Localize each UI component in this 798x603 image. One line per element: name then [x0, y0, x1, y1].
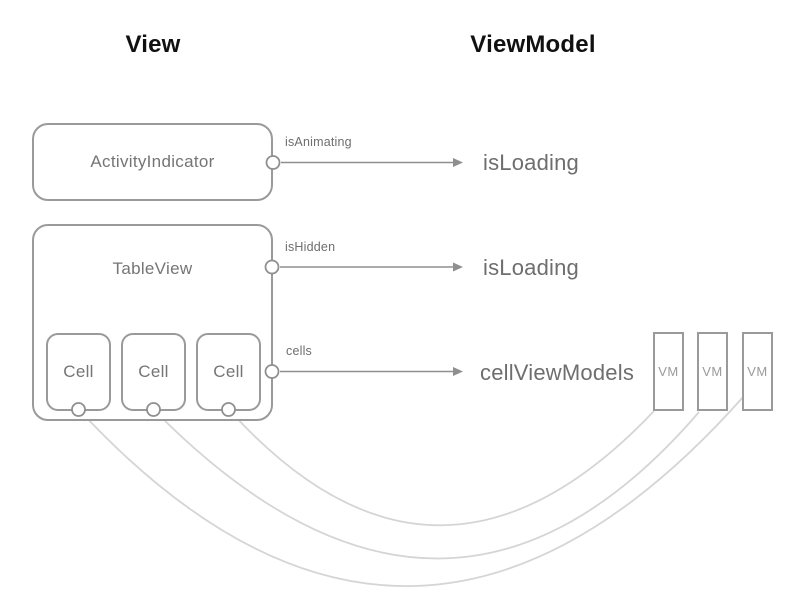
- activity-indicator-box: ActivityIndicator: [32, 123, 273, 201]
- binding-curve-cell2-vm2: [157, 411, 700, 560]
- binding-target-label-cellviewmodels: cellViewModels: [480, 360, 635, 385]
- binding-curve-cell1-vm3: [82, 395, 745, 587]
- binding-property-label-ishidden: isHidden: [285, 240, 336, 254]
- vm-label: VM: [702, 364, 723, 379]
- activity-indicator-label: ActivityIndicator: [90, 152, 215, 171]
- cell-label: Cell: [213, 362, 244, 381]
- arrowhead-icon: [453, 158, 463, 167]
- cell-box-3: Cell: [196, 333, 261, 411]
- vm-box-2: VM: [697, 332, 728, 411]
- cell-label: Cell: [63, 362, 94, 381]
- cell-label: Cell: [138, 362, 169, 381]
- binding-property-label-isanimating: isAnimating: [285, 135, 352, 149]
- binding-target-label-isloading-1: isLoading: [483, 150, 579, 175]
- binding-target-label-isloading-2: isLoading: [483, 255, 579, 280]
- vm-box-3: VM: [742, 332, 773, 411]
- arrowhead-icon: [453, 262, 463, 272]
- vm-label: VM: [747, 364, 768, 379]
- binding-property-label-cells: cells: [286, 344, 313, 358]
- table-view-label: TableView: [112, 259, 193, 278]
- vm-box-1: VM: [653, 332, 684, 411]
- viewmodel-column-header: ViewModel: [470, 31, 596, 58]
- binding-curve-cell3-vm1: [232, 410, 655, 527]
- view-column-header: View: [125, 31, 181, 58]
- cell-box-2: Cell: [121, 333, 186, 411]
- vm-label: VM: [658, 364, 679, 379]
- arrowhead-icon: [453, 367, 463, 376]
- cell-box-1: Cell: [46, 333, 111, 411]
